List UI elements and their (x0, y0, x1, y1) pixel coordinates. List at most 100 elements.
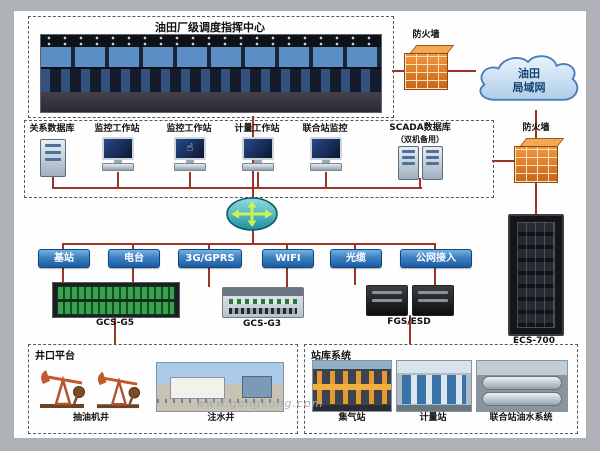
command-center-box (28, 16, 394, 118)
connector-line (354, 267, 356, 285)
scada-db-label-line2: （双机备用） (396, 135, 444, 144)
connector-line (448, 70, 476, 72)
device-top-panel (223, 288, 303, 296)
horizontal-pipe (313, 384, 391, 390)
pumpjack-icon (92, 364, 144, 410)
wellhead-section-box (28, 344, 298, 434)
equipment-tank (241, 375, 272, 399)
watermark-text: www.gongkong.com (196, 397, 324, 410)
gas-gathering-photo (312, 360, 392, 412)
connector-line (492, 160, 514, 162)
connector-line (434, 243, 436, 249)
esd-device (412, 285, 454, 316)
workstation-pc-icon (240, 137, 276, 175)
wellhead-section-title: 井口平台 (35, 351, 75, 362)
connector-line (535, 110, 537, 140)
cloud-shape (479, 55, 579, 101)
monitor: ☝ (174, 137, 206, 160)
scada-lan-box (24, 120, 494, 198)
connector-line (257, 172, 259, 187)
connector-line (392, 70, 404, 72)
connector-line (52, 172, 54, 187)
gcs-g3-label: GCS-G3 (242, 319, 282, 329)
workstation-label: 计量工作站 (234, 124, 280, 134)
scada-server-icon (398, 146, 419, 180)
station-section-title: 站库系统 (311, 351, 351, 362)
firewall-icon (404, 44, 455, 90)
monitor (310, 137, 342, 160)
control-room-photo (40, 34, 382, 113)
connector-line (208, 267, 210, 287)
connector-line (62, 267, 64, 283)
workstation-label: 监控工作站 (166, 124, 212, 134)
scada-server-icon (422, 146, 443, 180)
workstation-pc-icon: ☝ (172, 137, 208, 175)
operator-consoles (41, 69, 381, 93)
connector-line (325, 172, 327, 187)
firewall-top-label: 防火墙 (412, 30, 440, 40)
connector-line (286, 243, 288, 249)
connector-line (286, 267, 288, 287)
metering-station-photo (396, 360, 472, 412)
station-building (169, 377, 225, 399)
led-row (229, 299, 297, 304)
connector-line (117, 172, 119, 187)
connector-line (354, 243, 356, 249)
field-bus-line (62, 243, 435, 245)
metering-station-label: 计量站 (419, 413, 447, 423)
gcs-g5-rack (52, 282, 180, 318)
union-station-photo (476, 360, 568, 412)
connector-line (409, 315, 411, 344)
node-radio: 电台 (108, 249, 160, 268)
cabinet-modules (517, 222, 555, 328)
database-server-icon (40, 139, 66, 177)
firewall-icon (514, 137, 565, 183)
firewall-right-label: 防火墙 (522, 123, 550, 133)
command-center-title: 油田厂级调度指挥中心 (155, 21, 265, 34)
connector-line (434, 267, 436, 285)
pumping-well-label: 抽油机井 (72, 413, 109, 423)
ecs-700-label: ECS-700 (513, 336, 555, 346)
monitor (242, 137, 274, 160)
node-public-network: 公网接入 (400, 249, 472, 268)
connector-line (189, 172, 191, 187)
union-station-label: 联合站油水系统 (489, 413, 553, 423)
connector-line (114, 316, 116, 344)
connector-line (252, 230, 254, 243)
workstation-pc-icon (308, 137, 344, 175)
injection-well-photo (156, 362, 284, 412)
video-wall (41, 47, 381, 69)
station-section-box (304, 344, 578, 434)
connector-line (208, 243, 210, 249)
node-optical-cable: 光缆 (330, 249, 382, 268)
floor (41, 92, 381, 112)
horizontal-tank (482, 392, 562, 406)
monitor (102, 137, 134, 160)
node-wifi: WIFI (262, 249, 314, 268)
workstation-label: 联合站监控 (302, 124, 348, 134)
node-base-station: 基站 (38, 249, 90, 268)
ecs-700-cabinet (508, 214, 564, 336)
oilfield-lan-cloud: 油田 局域网 (474, 44, 584, 114)
scada-db-label-line1: SCADA数据库 (389, 123, 451, 133)
connector-line (132, 243, 134, 249)
pumpjack-icon (36, 362, 88, 410)
blue-cylinders (402, 375, 466, 404)
cloud-label-line1: 油田 (518, 67, 540, 80)
connector-line (535, 182, 537, 214)
injection-well-label: 注水井 (207, 413, 235, 423)
io-module-row (57, 301, 175, 315)
fgs-esd-label: FGS/ESD (387, 317, 431, 327)
fgs-device (366, 285, 408, 316)
io-module-row (57, 286, 175, 300)
connector-line (132, 267, 134, 283)
lan-bus-line (52, 187, 422, 189)
gcs-g3-device (222, 287, 304, 318)
connector-line (419, 178, 421, 187)
ceiling-lights (41, 35, 381, 47)
hand-cursor-icon: ☝ (186, 141, 194, 154)
connector-line (62, 243, 64, 249)
gas-station-label: 集气站 (338, 413, 366, 423)
gcs-g5-label: GCS-G5 (95, 318, 135, 328)
